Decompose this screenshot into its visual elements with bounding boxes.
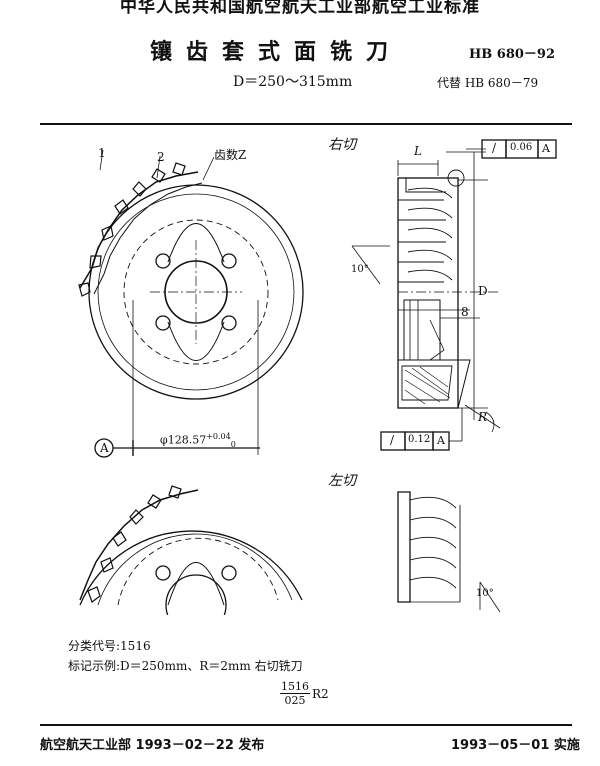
tol-bottom-symbol: /	[390, 433, 395, 447]
replaces-standard: 代替 HB 680－79	[437, 76, 539, 90]
front-view-left-cut	[79, 485, 303, 615]
left-cut-label: 左切	[328, 473, 356, 489]
tol-top-symbol: /	[492, 141, 497, 155]
right-cut-label: 右切	[328, 137, 356, 153]
fraction-suffix: R2	[312, 686, 329, 701]
tol-bottom-value: 0.12	[408, 434, 431, 445]
marking-fraction: 1516 025 R2	[280, 680, 340, 707]
fraction-numerator: 1516	[280, 680, 310, 694]
dim-l: L	[414, 144, 422, 158]
effective-date: 1993－05－01 实施	[451, 738, 580, 753]
dim-d: D	[478, 284, 488, 298]
callout-teeth-count: 齿数Z	[214, 148, 247, 162]
tol-bottom-datum: A	[437, 434, 445, 447]
fraction-denominator: 025	[284, 694, 306, 707]
classification-code: 分类代号:1516	[68, 639, 151, 653]
issue-date: 航空航天工业部 1993－02－22 发布	[40, 738, 265, 753]
front-view-right-cut	[78, 149, 304, 458]
side-view-right-cut	[351, 139, 557, 451]
header-rule	[40, 123, 572, 125]
dimension-range: D＝250～315mm	[233, 74, 353, 90]
standard-code: HB 680－92	[469, 47, 556, 62]
dim-r: R	[478, 410, 488, 424]
dim-8: 8	[461, 305, 469, 319]
angle-10-top: 10°	[351, 264, 369, 275]
issuing-organization: 中华人民共和国航空航天工业部航空工业标准	[120, 0, 480, 17]
callout-part-2: 2	[157, 150, 165, 164]
angle-10-bottom: 10°	[476, 588, 494, 599]
tol-top-value: 0.06	[510, 142, 533, 153]
tol-top-datum: A	[542, 142, 550, 155]
footer-rule	[40, 724, 572, 726]
callout-part-1: 1	[98, 146, 106, 160]
datum-a-label: A	[100, 441, 109, 455]
bore-dimension: φ128.57+0.040	[160, 432, 236, 449]
document-title: 镶齿套式面铣刀	[150, 40, 403, 65]
side-view-left-cut	[397, 491, 501, 613]
marking-example: 标记示例:D＝250mm、R＝2mm 右切铣刀	[68, 659, 303, 673]
technical-drawing	[78, 139, 557, 615]
